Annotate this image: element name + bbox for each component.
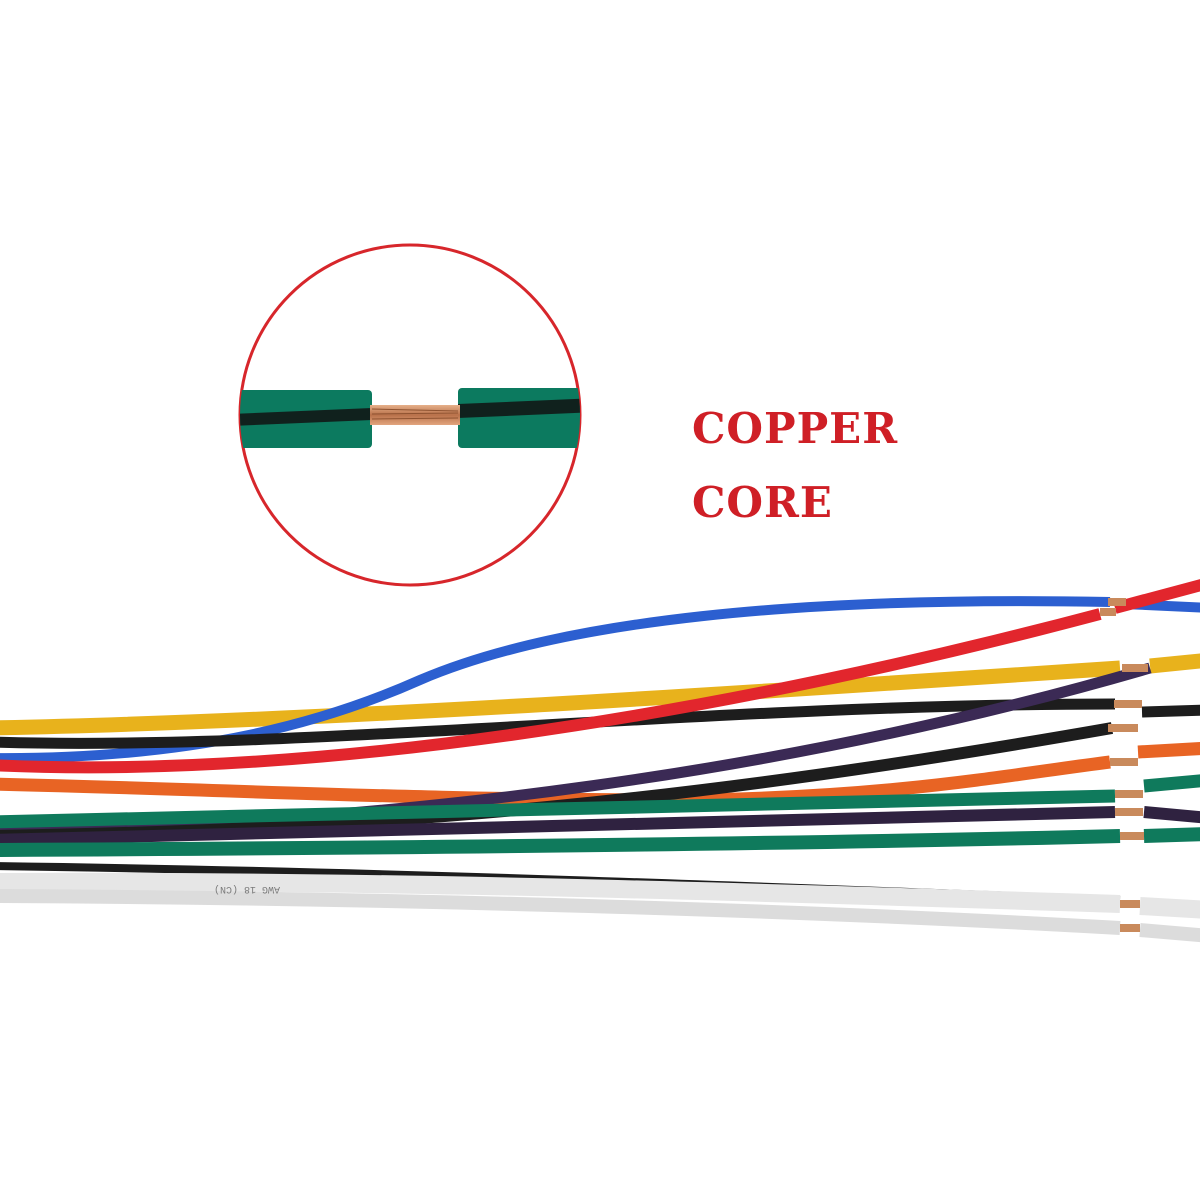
- wire-purple: [0, 662, 1152, 836]
- callout-line-2: CORE: [692, 478, 833, 527]
- magnifier: [238, 243, 582, 587]
- wire-black: [0, 698, 1116, 749]
- copper-core-label: COPPER CORE: [692, 392, 898, 540]
- wire-white: [0, 872, 1121, 913]
- callout-line-1: COPPER: [692, 404, 899, 453]
- insulation-right: [458, 388, 580, 448]
- copper-tips: [1100, 598, 1148, 932]
- cable-marking: AWG 18 (CN): [214, 883, 280, 895]
- wire-red: [0, 608, 1102, 774]
- wire-yellow: [0, 660, 1121, 736]
- copper-strands: [370, 405, 460, 425]
- wire-green: [0, 789, 1116, 829]
- wire-bundle: AWG 18 (CN): [0, 579, 1200, 943]
